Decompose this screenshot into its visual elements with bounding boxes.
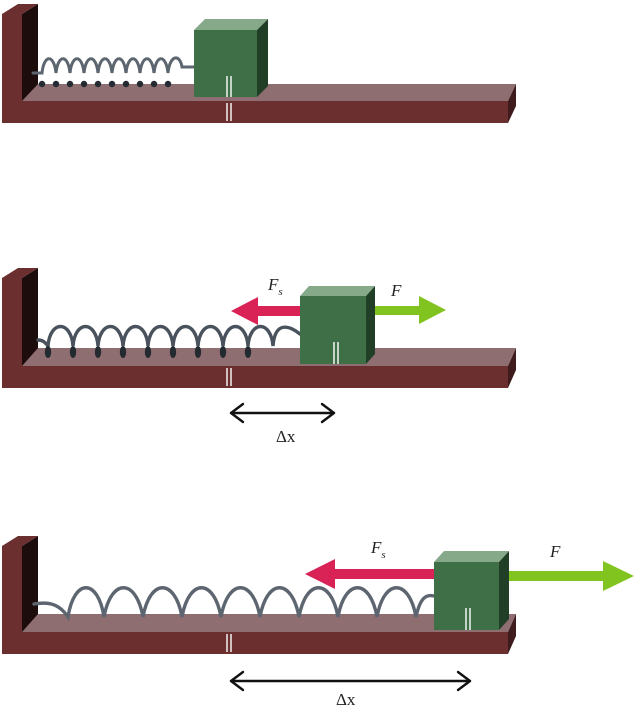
applied-force-arrow [375,296,446,324]
board-top [14,614,516,632]
wall-side [22,268,38,366]
block-front [194,30,257,97]
wall-front [2,546,22,654]
wall-front [2,14,22,123]
block-side [499,551,509,630]
board-end [508,614,516,654]
spring-force-label: Fs [370,538,386,561]
block-top [300,286,375,296]
spring-force-subscript: s [278,286,282,298]
panel-large-stretch: Fs F Δx [2,536,634,706]
block [434,551,509,630]
wall-top [2,268,38,278]
block [194,19,268,97]
panel-equilibrium [2,4,516,123]
spring-force-arrow [305,559,434,589]
equilibrium-mark [226,634,232,652]
wall [2,536,38,654]
block-mark [333,342,339,364]
applied-force-label: F [549,542,561,561]
spring [36,325,302,358]
spring-force-arrow-head [231,297,258,325]
board-end [508,84,516,123]
spring-force-arrow [231,297,300,325]
board [2,84,516,123]
block-side [257,19,268,97]
wall-side [22,4,38,101]
displacement-arrow-right-head [320,402,336,424]
displacement-arrow-right-head [456,670,472,692]
spring [31,56,196,88]
wall-top [2,536,38,546]
block-front [300,296,366,364]
board-front [2,632,508,654]
spring-force-subscript: s [381,549,385,561]
wall [2,268,38,388]
board-top [14,84,516,101]
displacement-arrow-left-head [229,670,245,692]
board [2,348,516,388]
applied-force-label: F [390,281,402,300]
applied-force-arrow [509,561,634,591]
spring-coils [36,325,302,350]
board-end [508,348,516,388]
spring [32,586,436,622]
panel-small-stretch: Fs F Δx [2,268,516,446]
wall-side [22,536,38,632]
block-mark [226,76,232,97]
applied-force-arrow-shaft [375,306,423,315]
board-front [2,101,508,123]
spring-force-label: Fs [267,275,283,298]
board-top [14,348,516,366]
block [300,286,375,364]
spring-force-arrow-shaft [252,306,300,316]
board-front [2,366,508,388]
block-top [434,551,509,562]
displacement-arrow-left-head [229,402,245,424]
applied-force-arrow-shaft [509,571,606,581]
block-mark [465,608,471,630]
spring-coils [32,586,436,622]
block-side [366,286,375,364]
displacement-arrow [229,670,472,692]
equilibrium-mark [226,368,232,386]
block-top [194,19,268,30]
spring-force-arrow-shaft [332,569,434,579]
wall [2,4,38,123]
applied-force-arrow-head [603,561,634,591]
spring-force-arrow-head [305,559,335,589]
wall-front [2,278,22,388]
spring-beads [44,346,252,358]
board [2,614,516,654]
displacement-label: Δx [336,690,356,706]
wall-top [2,4,38,14]
equilibrium-mark [226,103,232,121]
applied-force-arrow-head [419,296,446,324]
spring-coils [31,56,196,75]
spring-beads [38,80,172,88]
displacement-arrow [229,402,336,424]
displacement-label: Δx [276,427,296,446]
